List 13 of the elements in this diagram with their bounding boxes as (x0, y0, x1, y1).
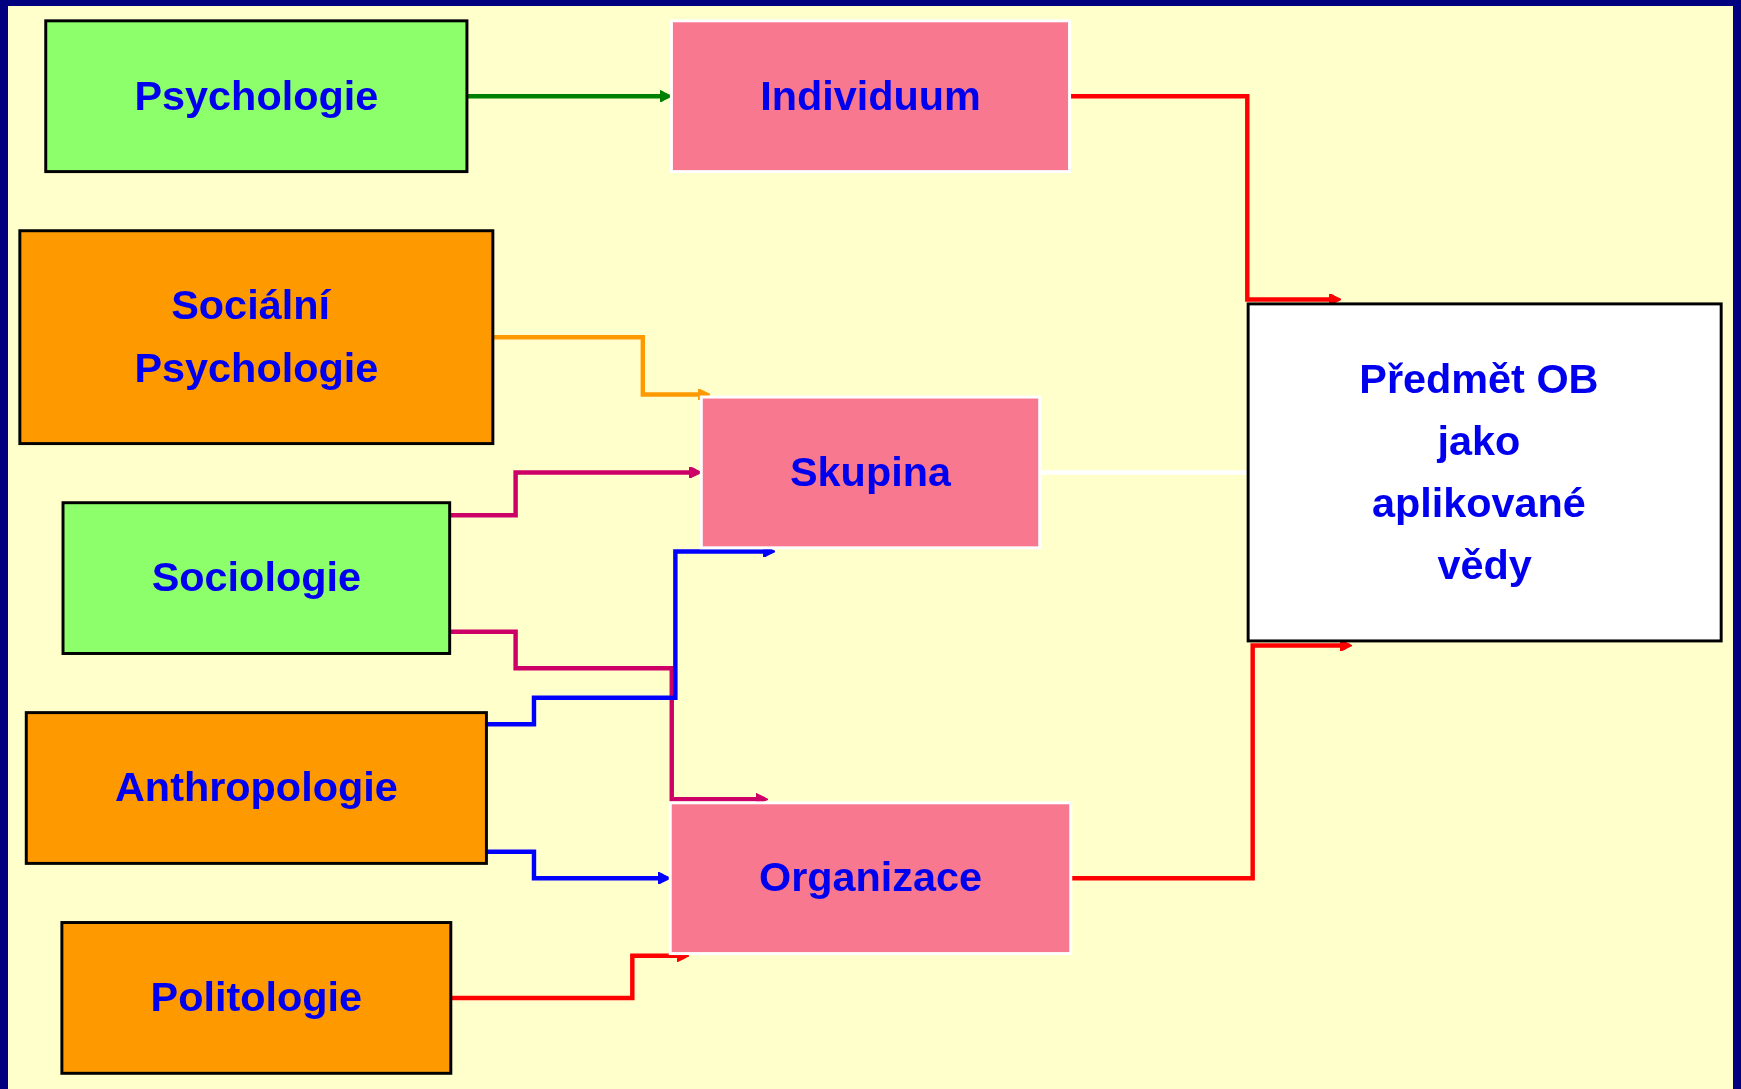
node-box: Sociologie (61, 501, 452, 656)
node-box: Předmět OB jako aplikované vědy (1246, 302, 1723, 643)
node-box: Organizace (668, 801, 1073, 956)
node-box: Skupina (699, 395, 1042, 550)
arrow (449, 466, 702, 518)
node-box: Politologie (60, 921, 453, 1076)
arrow (492, 335, 711, 402)
arrow (486, 850, 671, 886)
node-box: Individuum (669, 19, 1072, 174)
connector (1039, 470, 1249, 476)
node-box: Sociální Psychologie (18, 229, 495, 446)
node-box: Anthropologie (24, 711, 488, 866)
node-box: Psychologie (44, 19, 469, 174)
